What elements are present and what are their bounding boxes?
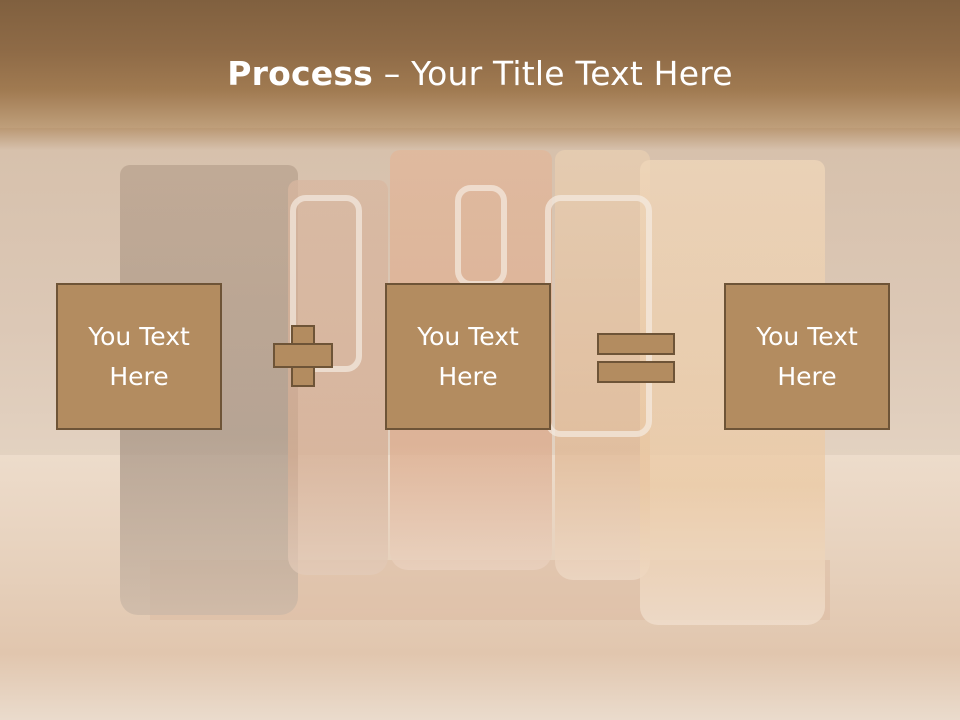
box-line2: Here bbox=[438, 361, 498, 391]
mug-handle bbox=[290, 195, 362, 372]
equals-icon-top-bar bbox=[597, 333, 675, 355]
box-line1: You Text bbox=[756, 321, 858, 351]
title-rest: – Your Title Text Here bbox=[373, 54, 733, 93]
process-box-1[interactable]: You Text Here bbox=[56, 283, 222, 430]
box-line1: You Text bbox=[88, 321, 190, 351]
mug-handle bbox=[455, 185, 507, 287]
box-line2: Here bbox=[777, 361, 837, 391]
box-line1: You Text bbox=[417, 321, 519, 351]
equals-icon-bottom-bar bbox=[597, 361, 675, 383]
box-text: You Text Here bbox=[737, 317, 877, 397]
process-box-2[interactable]: You Text Here bbox=[385, 283, 551, 430]
plus-icon-center bbox=[293, 345, 313, 366]
box-line2: Here bbox=[109, 361, 169, 391]
mug-handle bbox=[545, 195, 652, 437]
box-text: You Text Here bbox=[69, 317, 209, 397]
box-text: You Text Here bbox=[398, 317, 538, 397]
slide-title[interactable]: Process – Your Title Text Here bbox=[0, 52, 960, 96]
process-box-result[interactable]: You Text Here bbox=[724, 283, 890, 430]
title-band bbox=[0, 0, 960, 150]
title-bold: Process bbox=[227, 54, 374, 93]
